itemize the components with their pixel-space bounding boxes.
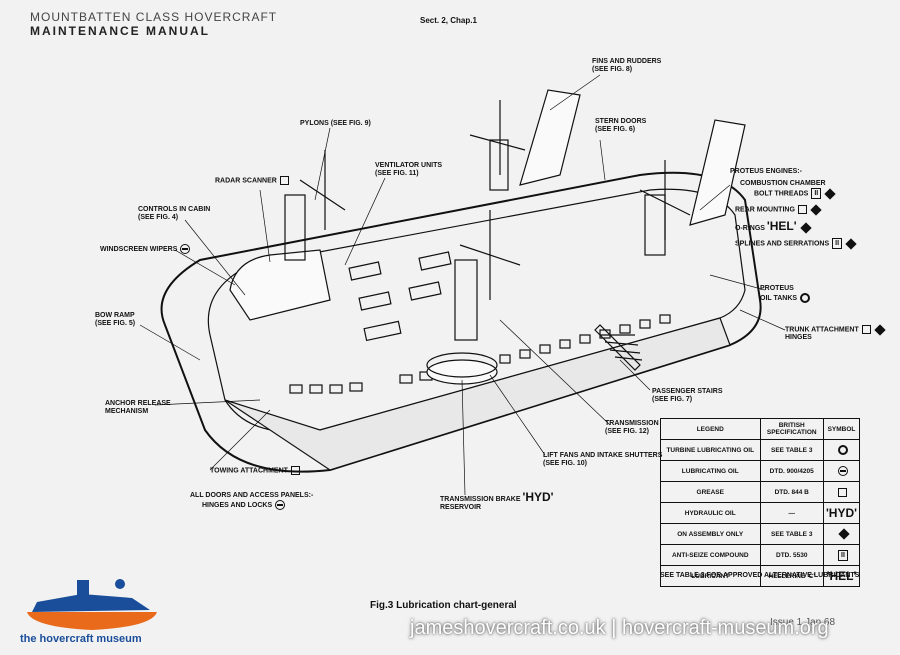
label-proteus-engines: PROTEUS ENGINES:- (730, 168, 802, 175)
leader-lines (139, 74, 786, 496)
cabin (229, 249, 331, 321)
legend-col-header: SYMBOL (822, 418, 861, 440)
legend-table: LEGEND BRITISH SPECIFICATION SYMBOL TURB… (660, 418, 861, 587)
legend-row: LUBRICATING OIL DTD. 900/4205 (660, 460, 861, 482)
assembly-diamond-icon (824, 187, 836, 200)
watermark: jameshovercraft.co.uk | hovercraft-museu… (410, 617, 829, 639)
anti-seize-icon: II (811, 188, 822, 199)
grease-square-icon (290, 466, 300, 475)
legend-row: HYDRAULIC OIL — 'HYD' (660, 502, 861, 524)
legend-row: LUBRICANT HELLERINE 'C' 'HEL' (660, 565, 861, 587)
label-passenger-stairs: PASSENGER STAIRS(SEE FIG. 7) (652, 388, 723, 403)
fin-left (519, 89, 581, 186)
label-ventilator-units: VENTILATOR UNITS(SEE FIG. 11) (375, 162, 443, 177)
assembly-diamond-icon (845, 237, 857, 250)
deck-hatches (348, 251, 452, 342)
label-transmission: TRANSMISSION(SEE FIG. 12) (605, 420, 659, 435)
grease-square-icon (279, 176, 289, 185)
label-windscreen-wipers: WINDSCREEN WIPERS (100, 244, 191, 254)
passenger-stairs (594, 324, 643, 371)
manual-header-class: MOUNTBATTEN CLASS HOVERCRAFT (30, 10, 278, 24)
legend-col-header: BRITISH SPECIFICATION (759, 418, 824, 440)
legend-row: ON ASSEMBLY ONLY SEE TABLE 3 (660, 523, 861, 545)
grease-square-icon (861, 325, 871, 334)
label-controls-cabin: CONTROLS IN CABIN(SEE FIG. 4) (138, 206, 211, 221)
figure-caption: Fig.3 Lubrication chart-general (370, 600, 517, 611)
label-o-rings: O-RINGS 'HEL' (735, 220, 812, 234)
label-trunk-attachment: TRUNK ATTACHMENT HINGES (785, 323, 886, 342)
lub-oil-icon (275, 500, 286, 510)
assembly-diamond-icon (799, 222, 812, 234)
assembly-diamond-icon (838, 528, 850, 540)
hull-skirt (160, 171, 762, 473)
grease-square-icon (797, 205, 807, 214)
page-issue: Issue 1 Jan 68 (770, 617, 836, 628)
label-fins-rudders: FINS AND RUDDERS(SEE FIG. 8) (592, 58, 662, 73)
section-reference: Sect. 2, Chap.1 (420, 16, 477, 25)
legend-col-header: LEGEND (660, 418, 761, 440)
legend-row: GREASE DTD. 844 B (660, 481, 861, 503)
anti-seize-icon: II (838, 549, 848, 561)
label-stern-doors: STERN DOORS(SEE FIG. 6) (595, 118, 647, 133)
legend-header-row: LEGEND BRITISH SPECIFICATION SYMBOL (660, 418, 861, 440)
manual-header-title: MAINTENANCE MANUAL (30, 24, 210, 38)
legend-row: ANTI-SEIZE COMPOUND DTD. 5530 II (660, 544, 861, 566)
label-proteus-oil-tanks: PROTEUS OIL TANKS (760, 285, 811, 303)
grease-square-icon (838, 487, 848, 497)
turbine-oil-ring-icon (837, 445, 848, 455)
lub-oil-icon (180, 244, 191, 254)
label-bow-ramp: BOW RAMP(SEE FIG. 5) (95, 312, 136, 327)
label-lift-fans: LIFT FANS AND INTAKE SHUTTERS(SEE FIG. 1… (543, 452, 663, 467)
museum-logo-icon (27, 579, 157, 630)
museum-name: the hovercraft museum (20, 633, 142, 645)
assembly-diamond-icon (810, 203, 822, 216)
turbine-oil-ring-icon (800, 293, 811, 303)
fin-right (689, 119, 746, 226)
label-doors-panels: ALL DOORS AND ACCESS PANELS:- HINGES AND… (190, 492, 314, 510)
label-pylons: PYLONS (SEE FIG. 9) (300, 120, 371, 127)
legend-row: TURBINE LUBRICATING OIL SEE TABLE 3 (660, 439, 861, 461)
label-radar-scanner: RADAR SCANNER (215, 176, 289, 185)
assembly-diamond-icon (874, 323, 886, 336)
hull-side (224, 317, 731, 471)
legend-note: SEE TABLE 3 FOR APPROVED ALTERNATIVE LUB… (660, 572, 860, 579)
label-rear-mounting: REAR MOUNTING (735, 203, 822, 216)
anti-seize-icon: II (832, 238, 843, 249)
label-towing-attachment: TOWING ATTACHMENT (210, 466, 300, 475)
label-transmission-brake: TRANSMISSION BRAKE 'HYD' RESERVOIR (440, 490, 554, 511)
lub-oil-icon (837, 466, 848, 476)
pylons (284, 100, 691, 341)
